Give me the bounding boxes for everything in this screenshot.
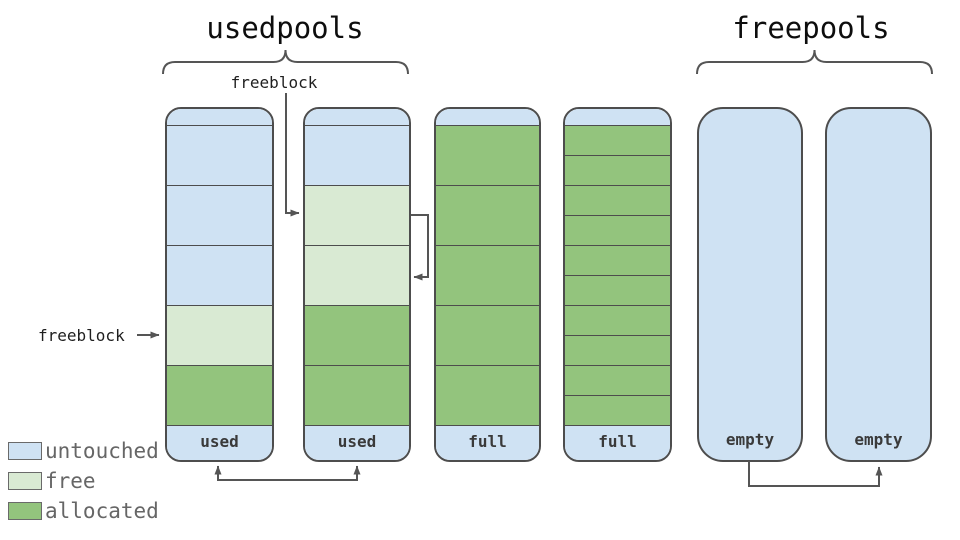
pool-state-label: full bbox=[565, 425, 670, 460]
pool-body bbox=[305, 126, 409, 425]
block-allocated bbox=[565, 155, 670, 185]
freeblock-chain-connector bbox=[411, 214, 429, 281]
block-allocated bbox=[305, 305, 409, 365]
legend-item-untouched: untouched bbox=[8, 436, 159, 466]
pool-header bbox=[167, 109, 272, 126]
pool-used-2: used bbox=[303, 107, 411, 462]
block-allocated bbox=[436, 185, 539, 245]
used-pools-link-arrow bbox=[214, 465, 361, 481]
legend: untouched free allocated bbox=[8, 436, 159, 526]
legend-label: free bbox=[45, 469, 96, 493]
block-untouched bbox=[305, 126, 409, 185]
pool-header bbox=[565, 109, 670, 126]
legend-swatch-free bbox=[8, 472, 42, 490]
pool-empty-1: empty bbox=[697, 107, 803, 462]
block-allocated bbox=[565, 215, 670, 245]
pool-full-2: full bbox=[563, 107, 672, 462]
block-allocated bbox=[565, 185, 670, 215]
block-untouched bbox=[167, 185, 272, 245]
block-allocated bbox=[565, 305, 670, 335]
block-allocated bbox=[305, 365, 409, 425]
pool-header bbox=[436, 109, 539, 126]
usedpools-brace bbox=[162, 49, 409, 75]
pool-header bbox=[305, 109, 409, 126]
block-free bbox=[305, 245, 409, 305]
pool-state-label: used bbox=[305, 425, 409, 460]
pool-state-label: empty bbox=[725, 430, 775, 449]
block-untouched bbox=[167, 126, 272, 185]
pool-body bbox=[565, 126, 670, 425]
pool-used-1: used bbox=[165, 107, 274, 462]
freepools-title: freepools bbox=[732, 11, 890, 45]
block-free bbox=[167, 305, 272, 365]
pool-body bbox=[436, 126, 539, 425]
block-allocated bbox=[565, 126, 670, 155]
block-allocated bbox=[436, 365, 539, 425]
block-allocated bbox=[436, 305, 539, 365]
block-allocated bbox=[565, 365, 670, 395]
block-allocated bbox=[565, 335, 670, 365]
block-allocated bbox=[565, 245, 670, 275]
empty-pools-link-arrow bbox=[748, 461, 883, 487]
block-allocated bbox=[436, 245, 539, 305]
pool-state-label: used bbox=[167, 425, 272, 460]
freepools-brace bbox=[696, 49, 933, 75]
legend-label: allocated bbox=[45, 499, 159, 523]
pool-body bbox=[167, 126, 272, 425]
block-allocated bbox=[436, 126, 539, 185]
block-allocated bbox=[565, 275, 670, 305]
block-free bbox=[305, 185, 409, 245]
pool-full-1: full bbox=[434, 107, 541, 462]
usedpools-title: usedpools bbox=[206, 11, 364, 45]
freeblock-pointer-arrow bbox=[285, 93, 300, 217]
freeblock-label-top: freeblock bbox=[230, 73, 318, 92]
pool-empty-2: empty bbox=[825, 107, 932, 462]
block-allocated bbox=[565, 395, 670, 425]
freeblock-label-left: freeblock bbox=[38, 326, 125, 345]
legend-item-free: free bbox=[8, 466, 159, 496]
legend-swatch-untouched bbox=[8, 442, 42, 460]
legend-swatch-allocated bbox=[8, 502, 42, 520]
legend-item-allocated: allocated bbox=[8, 496, 159, 526]
block-allocated bbox=[167, 365, 272, 425]
pool-state-label: full bbox=[436, 425, 539, 460]
pool-state-label: empty bbox=[854, 430, 903, 449]
block-untouched bbox=[167, 245, 272, 305]
legend-label: untouched bbox=[45, 439, 159, 463]
